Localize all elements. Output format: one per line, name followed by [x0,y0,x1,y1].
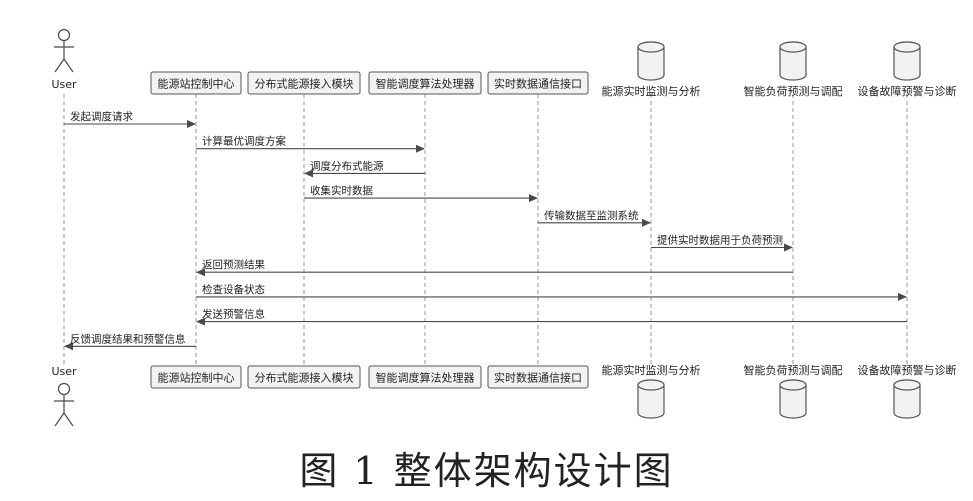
participant-label: 智能调度算法处理器 [376,371,475,385]
actor-label: User [51,365,77,378]
message-10: 反馈调度结果和预警信息 [64,332,196,351]
participant-label: 实时数据通信接口 [494,371,582,385]
database-diag-top: 设备故障预警与诊断 [858,41,957,98]
message-label: 调度分布式能源 [310,159,384,172]
message-7: 返回预测结果 [196,258,793,277]
database-label: 能源实时监测与分析 [602,363,701,377]
actor-leg-icon [54,412,65,427]
actor-head-icon [57,28,71,42]
message-1: 发起调度请求 [64,110,196,128]
database-forecast-top: 智能负荷预测与调配 [744,41,843,98]
message-label: 收集实时数据 [310,184,373,197]
participant-access-bottom: 分布式能源接入模块 [247,365,361,389]
database-diag-bottom: 设备故障预警与诊断 [858,363,957,419]
database-label: 智能负荷预测与调配 [744,363,843,377]
message-2: 计算最优调度方案 [196,135,425,153]
message-3: 调度分布式能源 [304,159,425,178]
participant-box [487,365,589,389]
actor-head-icon [57,382,71,396]
participant-label: 能源站控制中心 [158,371,235,385]
message-9: 发送预警信息 [196,308,907,326]
participant-algo-bottom: 智能调度算法处理器 [368,365,482,389]
participant-label: 智能调度算法处理器 [376,77,475,91]
message-8: 检查设备状态 [196,283,907,301]
database-monitor-top: 能源实时监测与分析 [602,41,701,98]
actor-leg-icon [63,58,74,73]
participant-box [150,71,242,95]
database-forecast-bottom: 智能负荷预测与调配 [744,363,843,419]
participant-algo-top: 智能调度算法处理器 [368,71,482,95]
database-lid-icon [637,41,665,53]
database-label: 智能负荷预测与调配 [744,84,843,98]
actor-label: User [51,78,77,91]
database-monitor-bottom: 能源实时监测与分析 [602,363,701,419]
participant-comm-bottom: 实时数据通信接口 [487,365,589,389]
message-6: 提供实时数据用于负荷预测 [651,234,793,252]
participant-box [368,365,482,389]
database-label: 设备故障预警与诊断 [858,363,957,377]
database-label: 能源实时监测与分析 [602,84,701,98]
actor-user-top: User [51,28,77,91]
database-lid-icon [893,379,921,391]
database-lid-icon [637,379,665,391]
actor-leg-icon [63,412,74,427]
database-lid-icon [779,379,807,391]
participant-label: 分布式能源接入模块 [255,77,354,91]
message-5: 传输数据至监测系统 [538,209,651,227]
participant-ctrl-bottom: 能源站控制中心 [150,365,242,389]
participant-box [247,71,361,95]
message-label: 检查设备状态 [202,283,265,296]
message-label: 发送预警信息 [202,308,265,321]
participant-box [487,71,589,95]
database-label: 设备故障预警与诊断 [858,84,957,98]
figure-caption: 图 1 整体架构设计图 [299,449,674,493]
participant-label: 能源站控制中心 [158,77,235,91]
participant-label: 分布式能源接入模块 [255,371,354,385]
message-label: 发起调度请求 [70,110,133,123]
database-lid-icon [893,41,921,53]
message-label: 反馈调度结果和预警信息 [70,332,186,345]
participant-comm-top: 实时数据通信接口 [487,71,589,95]
message-label: 传输数据至监测系统 [544,209,639,222]
message-label: 计算最优调度方案 [202,135,286,148]
participant-access-top: 分布式能源接入模块 [247,71,361,95]
message-label: 返回预测结果 [202,258,265,271]
message-4: 收集实时数据 [304,184,538,203]
participant-box [247,365,361,389]
participant-label: 实时数据通信接口 [494,77,582,91]
actor-user-bottom: User [51,365,77,427]
participant-box [150,365,242,389]
participant-box [368,71,482,95]
database-lid-icon [779,41,807,53]
participant-ctrl-top: 能源站控制中心 [150,71,242,95]
message-label: 提供实时数据用于负荷预测 [657,234,783,247]
actor-leg-icon [54,58,65,73]
